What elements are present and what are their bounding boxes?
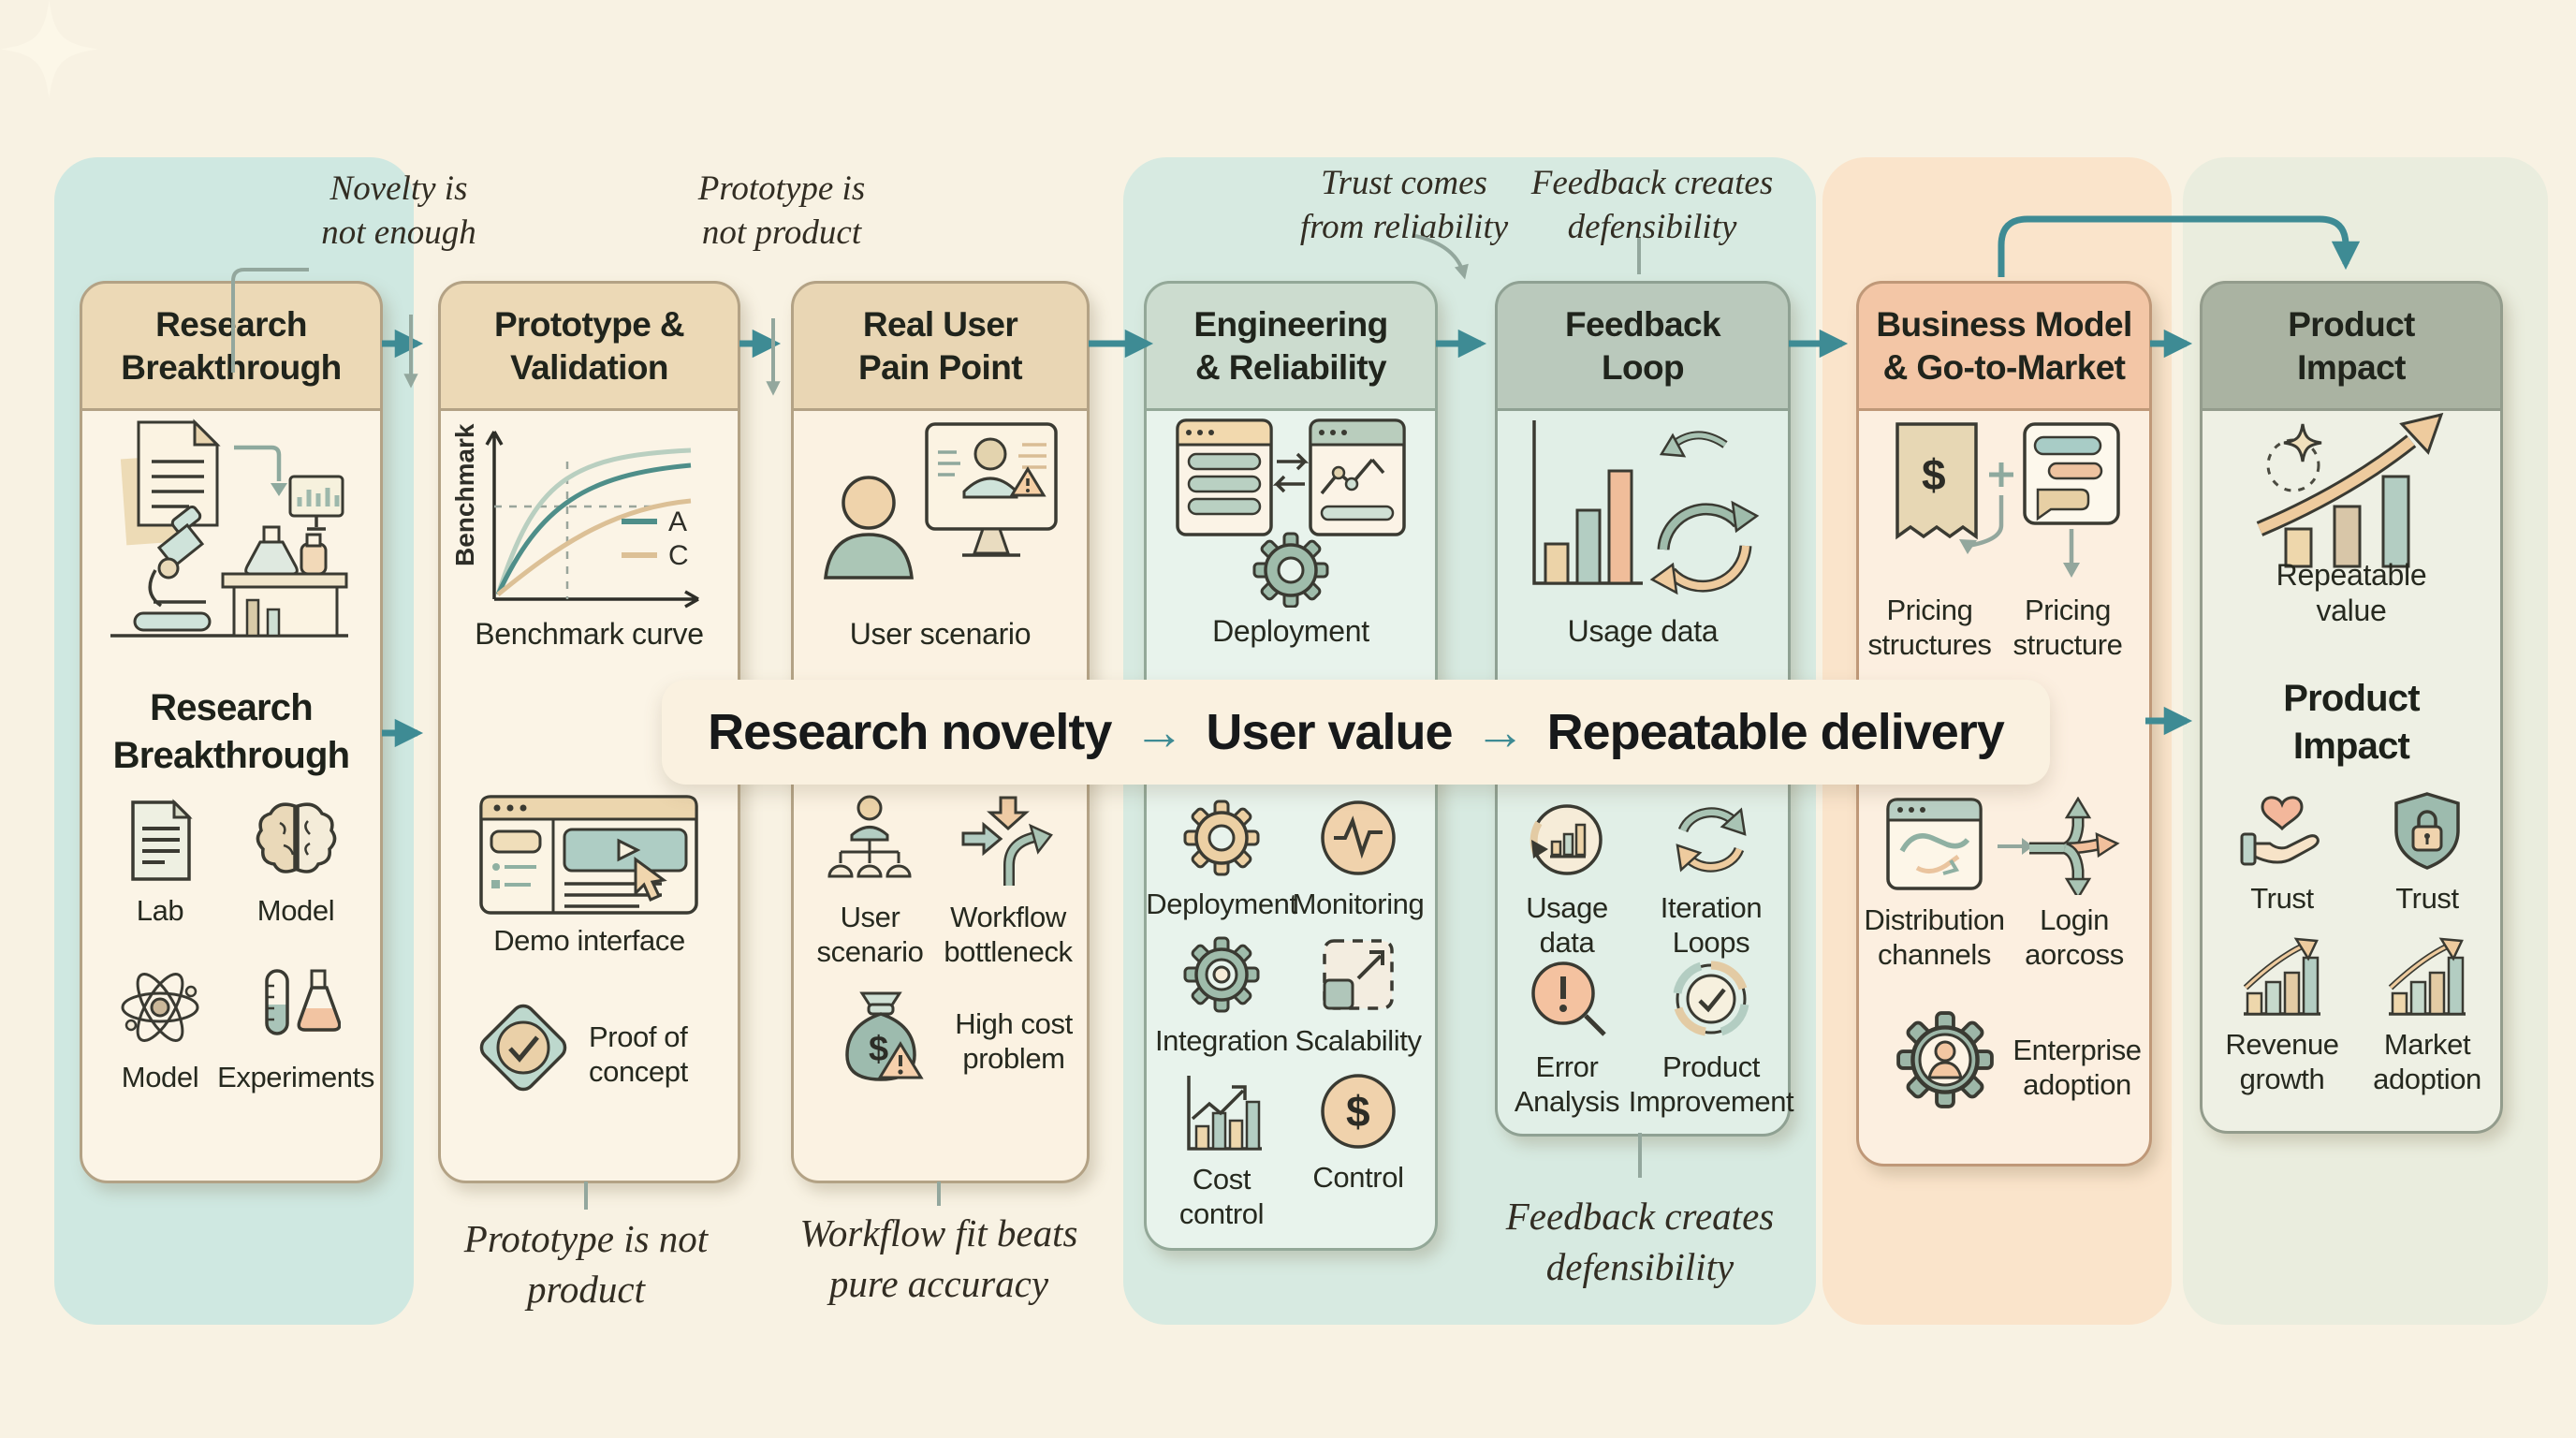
card-header-engineering: Engineering& Reliability bbox=[1144, 281, 1438, 411]
deployment-caption: Deployment bbox=[1212, 614, 1369, 648]
usage-data-illustration bbox=[1532, 420, 1760, 595]
svg-text:A: A bbox=[668, 506, 687, 537]
banner-arrow-icon: → bbox=[1134, 704, 1184, 760]
banner-arrow-icon: → bbox=[1474, 704, 1526, 760]
bottleneck-arrows-icon bbox=[961, 796, 1053, 886]
enterprise-gear-icon bbox=[1892, 1006, 1999, 1114]
grid-item-model-brain: Model bbox=[235, 797, 357, 928]
grid-item-model-atom: Model bbox=[99, 963, 221, 1094]
usage-data-caption: Usage data bbox=[1567, 614, 1719, 648]
usage-data-icon bbox=[1530, 804, 1603, 875]
core-message-banner: Research novelty → User value → Repeatab… bbox=[662, 680, 2050, 785]
grid-item-integration: Integration bbox=[1155, 933, 1288, 1058]
proof-of-concept-icon bbox=[479, 1004, 567, 1092]
banner-user-value: User value bbox=[1206, 704, 1453, 760]
proof-of-concept-label: Proof of concept bbox=[589, 1020, 688, 1088]
grid-item-control: $ Control bbox=[1289, 1070, 1427, 1195]
grid-item-scalability: Scalability bbox=[1289, 933, 1427, 1058]
distribution-browser-icon bbox=[1886, 798, 1983, 890]
iteration-loops-icon bbox=[1676, 807, 1747, 873]
enterprise-adoption-label: Enterprise adoption bbox=[2012, 1034, 2142, 1101]
hand-heart-icon bbox=[2240, 796, 2320, 866]
deployment-illustration bbox=[1176, 418, 1406, 608]
atom-icon bbox=[121, 973, 198, 1042]
shield-lock-icon bbox=[2394, 792, 2460, 870]
grid-item-trust-shield: Trust bbox=[2364, 789, 2490, 916]
grid-item-deployment: Deployment bbox=[1146, 797, 1297, 921]
svg-text:$: $ bbox=[1922, 450, 1946, 499]
market-adoption-icon bbox=[2385, 935, 2469, 1020]
dollar-circle-icon: $ bbox=[1321, 1074, 1396, 1149]
integration-gear-icon bbox=[1183, 936, 1260, 1013]
branch-arrows-icon bbox=[2028, 797, 2120, 895]
svg-text:$: $ bbox=[869, 1030, 888, 1069]
high-cost-label: High cost problem bbox=[955, 1007, 1073, 1075]
demo-interface-item: Demo interface bbox=[478, 794, 700, 958]
user-scenario-caption: User scenario bbox=[849, 617, 1032, 651]
money-bag-warning-icon: $ bbox=[845, 991, 924, 1081]
benchmark-chart: Benchmark A C bbox=[455, 423, 699, 609]
product-improvement-icon bbox=[1673, 961, 1749, 1036]
grid-item-experiments: Experiments bbox=[217, 963, 374, 1094]
svg-text:C: C bbox=[668, 540, 689, 571]
demo-interface-icon bbox=[479, 795, 698, 915]
error-analysis-icon bbox=[1531, 961, 1606, 1036]
research-lab-illustration bbox=[110, 418, 348, 638]
cost-chart-icon bbox=[1187, 1076, 1262, 1151]
grid-item-monitoring: Monitoring bbox=[1289, 797, 1427, 921]
sparkle-icon bbox=[0, 0, 98, 98]
revenue-growth-icon bbox=[2240, 935, 2324, 1020]
user-monitor-illustration bbox=[824, 422, 1058, 580]
brain-icon bbox=[256, 802, 336, 873]
pulse-monitor-icon bbox=[1321, 800, 1396, 875]
banner-repeatable-delivery: Repeatable delivery bbox=[1546, 704, 2005, 760]
grid-item-trust-heart: Trust bbox=[2219, 789, 2345, 916]
org-chart-icon bbox=[827, 795, 912, 878]
pricing-illustration: $ bbox=[1895, 422, 2120, 578]
card-header-business: Business Model& Go-to-Market bbox=[1856, 281, 2152, 411]
svg-text:Benchmark: Benchmark bbox=[455, 423, 479, 566]
benchmark-caption: Benchmark curve bbox=[475, 617, 704, 651]
experiments-icon bbox=[264, 969, 341, 1035]
svg-text:$: $ bbox=[1346, 1087, 1370, 1136]
banner-research-novelty: Research novelty bbox=[708, 704, 1112, 760]
card-header-prototype: Prototype &Validation bbox=[438, 281, 740, 411]
document-icon bbox=[130, 799, 193, 881]
scalability-icon bbox=[1323, 939, 1394, 1010]
grid-item-lab: Lab bbox=[99, 797, 221, 928]
arrow-right-icon bbox=[1998, 838, 2033, 855]
growth-illustration bbox=[2256, 413, 2444, 568]
gear-icon bbox=[1183, 800, 1260, 876]
